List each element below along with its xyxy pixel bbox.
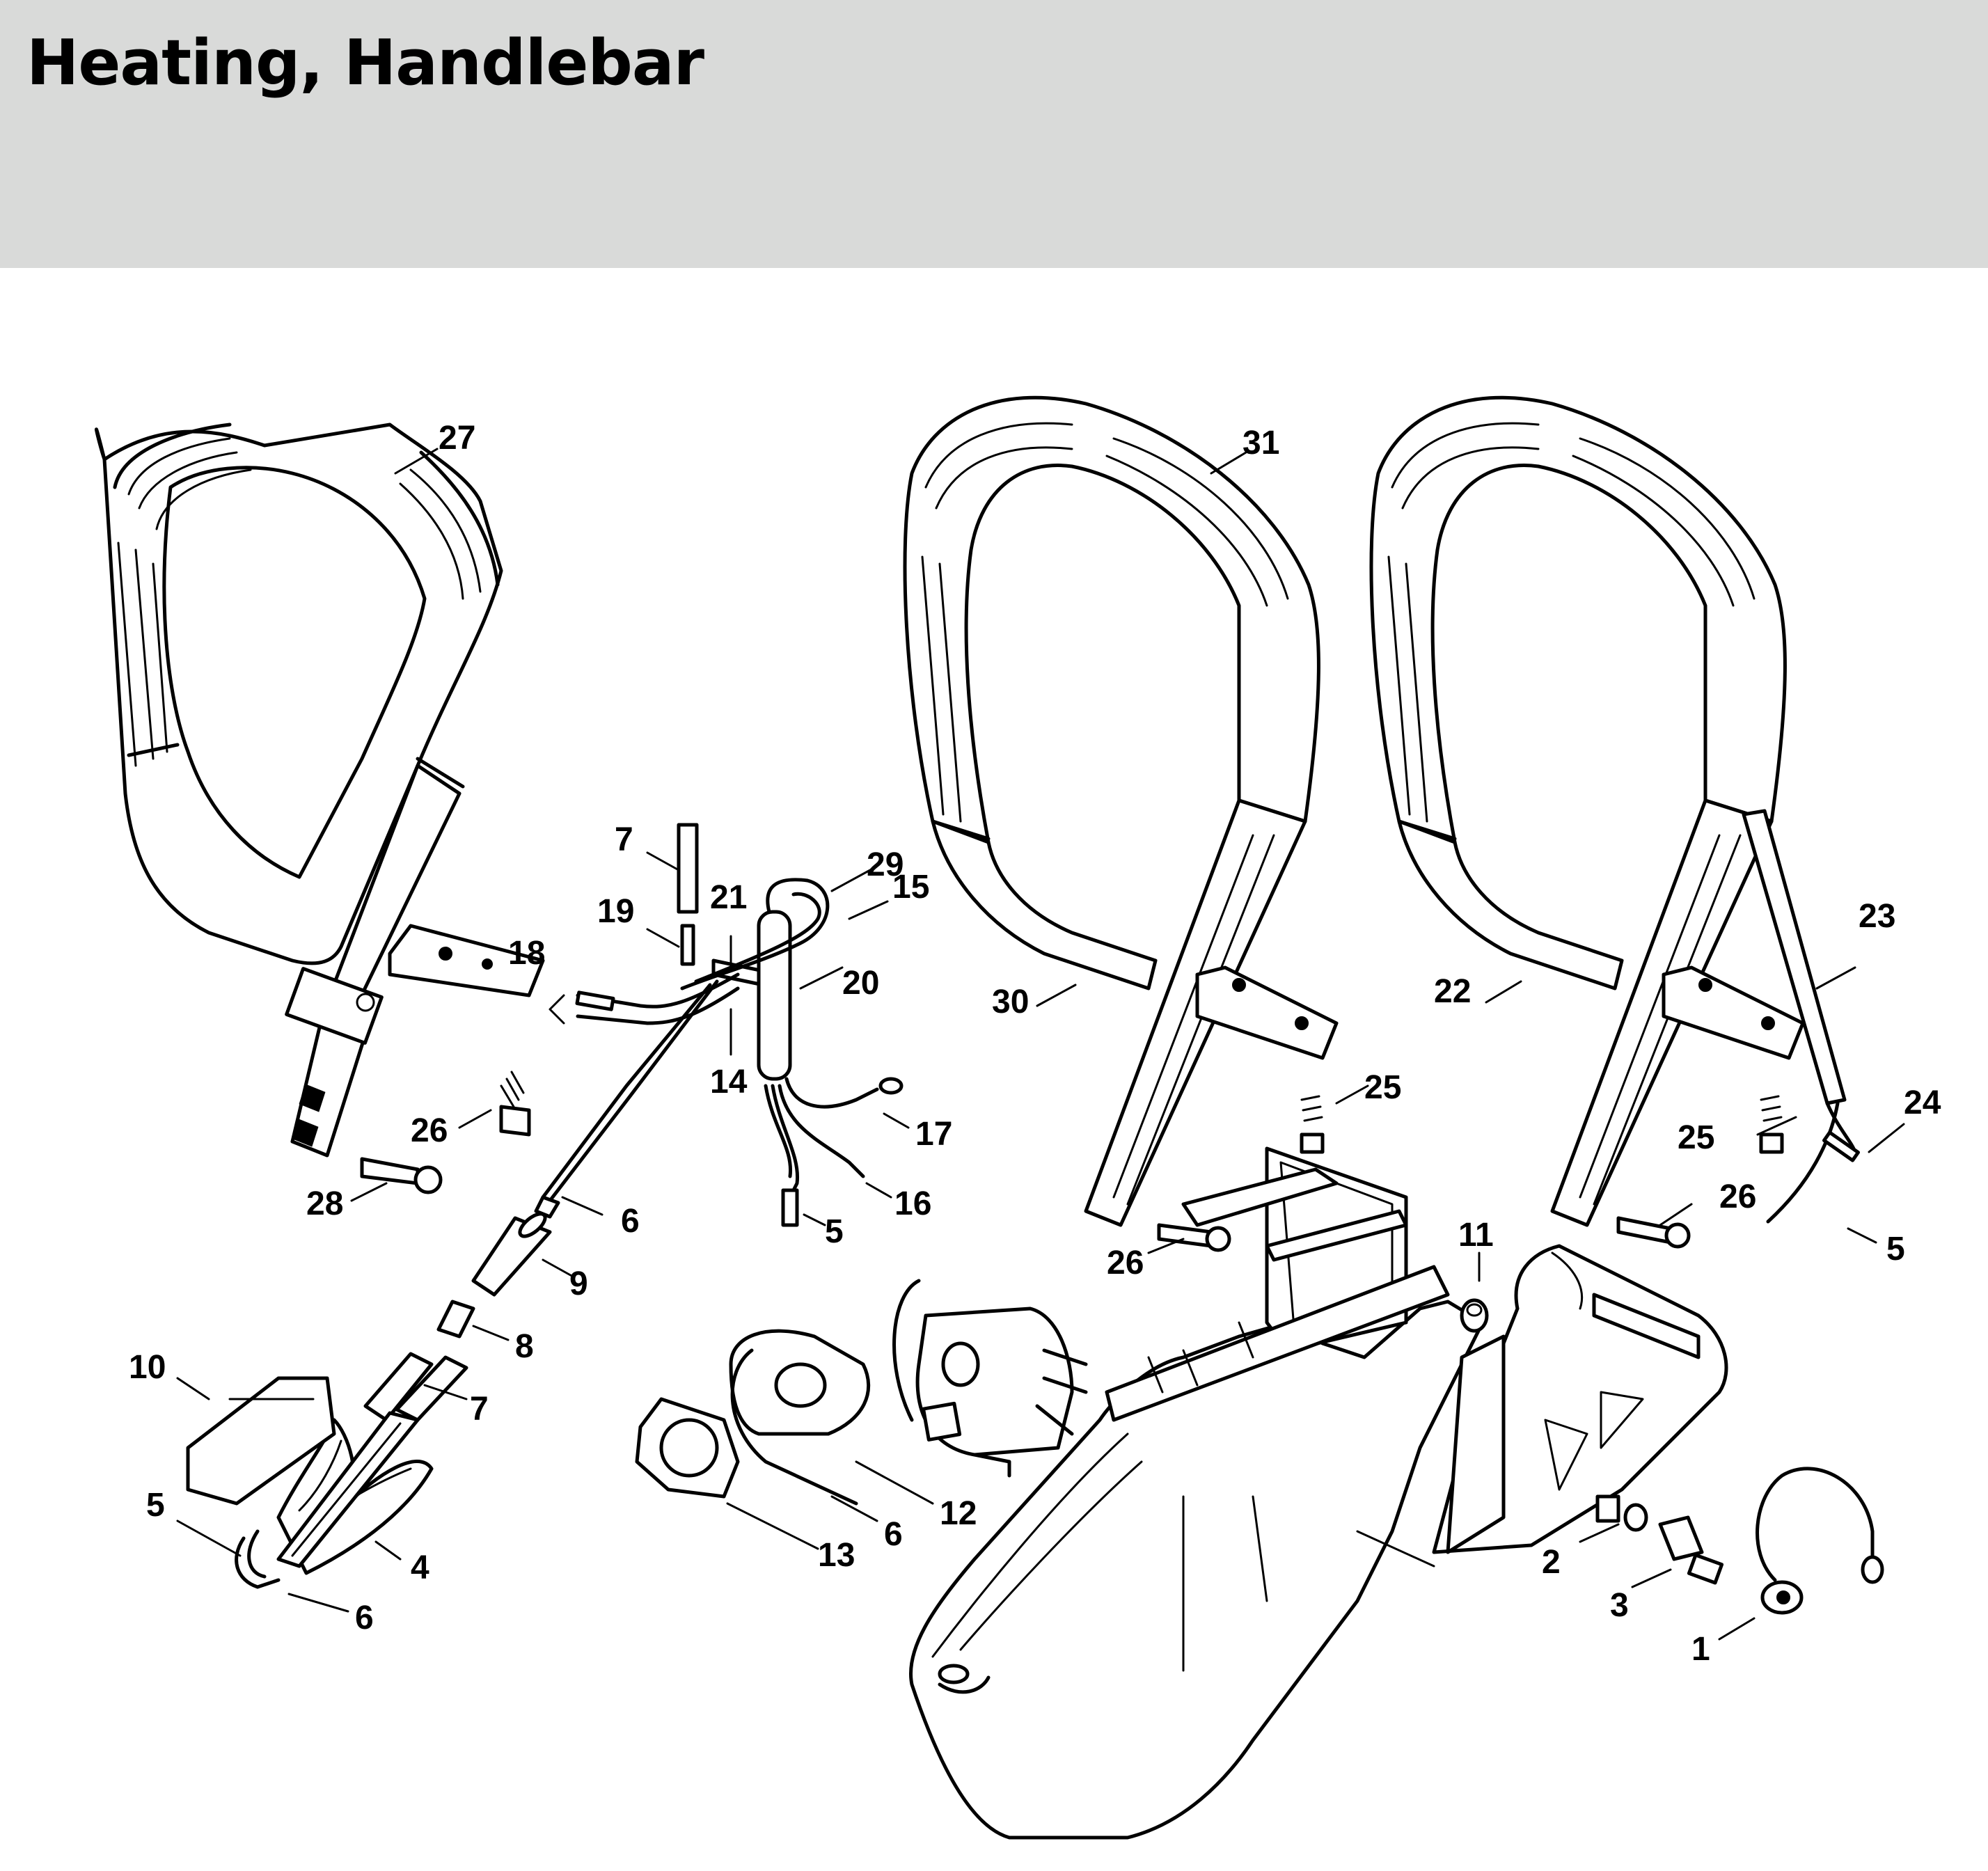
callout-22: 22 (1434, 973, 1471, 1010)
callout-18: 18 (508, 935, 545, 972)
callout-26: 26 (1107, 1245, 1144, 1281)
callout-5: 5 (1886, 1231, 1905, 1268)
heating-element-4 (186, 1376, 434, 1589)
handlebar-27 (95, 423, 545, 1158)
callout-3: 3 (1610, 1587, 1629, 1624)
callout-15: 15 (892, 869, 929, 906)
heating-harness (534, 823, 904, 1227)
callout-6: 6 (884, 1516, 903, 1553)
page-title: Heating, Handlebar (26, 26, 704, 100)
handlebar-31 (903, 395, 1339, 1227)
callout-31: 31 (1242, 425, 1279, 461)
callout-29: 29 (867, 846, 904, 883)
callout-8: 8 (515, 1328, 534, 1365)
callout-5: 5 (146, 1487, 165, 1524)
callout-24: 24 (1904, 1084, 1941, 1121)
callout-14: 14 (710, 1064, 748, 1100)
screws-left (360, 1071, 531, 1194)
callout-11: 11 (1458, 1217, 1494, 1254)
carburetor-assembly (635, 1279, 1088, 1506)
callout-23: 23 (1859, 898, 1895, 935)
page-header: Heating, Handlebar (0, 0, 1988, 268)
callout-25: 25 (1364, 1069, 1401, 1106)
callout-6: 6 (355, 1600, 374, 1636)
callout-21: 21 (710, 879, 747, 916)
callout-30: 30 (992, 984, 1029, 1020)
callout-4: 4 (411, 1549, 429, 1586)
callout-26: 26 (1719, 1178, 1756, 1215)
callout-5: 5 (825, 1213, 844, 1250)
chainsaw-rear-handle (909, 1146, 1728, 1840)
callout-26: 26 (411, 1112, 448, 1149)
callout-27: 27 (439, 420, 475, 457)
callout-12: 12 (940, 1495, 977, 1532)
callout-2: 2 (1542, 1544, 1561, 1581)
leader-lines (176, 448, 1905, 1641)
callout-10: 10 (129, 1349, 166, 1386)
handlebar-22 (1369, 395, 1860, 1227)
heating-sleeves (363, 1212, 552, 1422)
callout-7: 7 (615, 821, 633, 858)
callout-6: 6 (621, 1203, 640, 1240)
callout-17: 17 (915, 1116, 952, 1153)
callout-25: 25 (1678, 1119, 1714, 1156)
callout-numbers: 27 31 7 29 15 19 21 18 20 14 17 16 5 6 2… (129, 420, 1941, 1668)
callout-7: 7 (470, 1391, 489, 1428)
callout-9: 9 (569, 1265, 588, 1302)
callout-13: 13 (818, 1537, 855, 1574)
callout-1: 1 (1691, 1631, 1710, 1668)
callout-19: 19 (597, 893, 634, 930)
small-parts-right (1157, 1095, 1884, 1615)
callout-28: 28 (306, 1185, 343, 1222)
callout-16: 16 (894, 1185, 931, 1222)
callout-20: 20 (842, 965, 879, 1002)
